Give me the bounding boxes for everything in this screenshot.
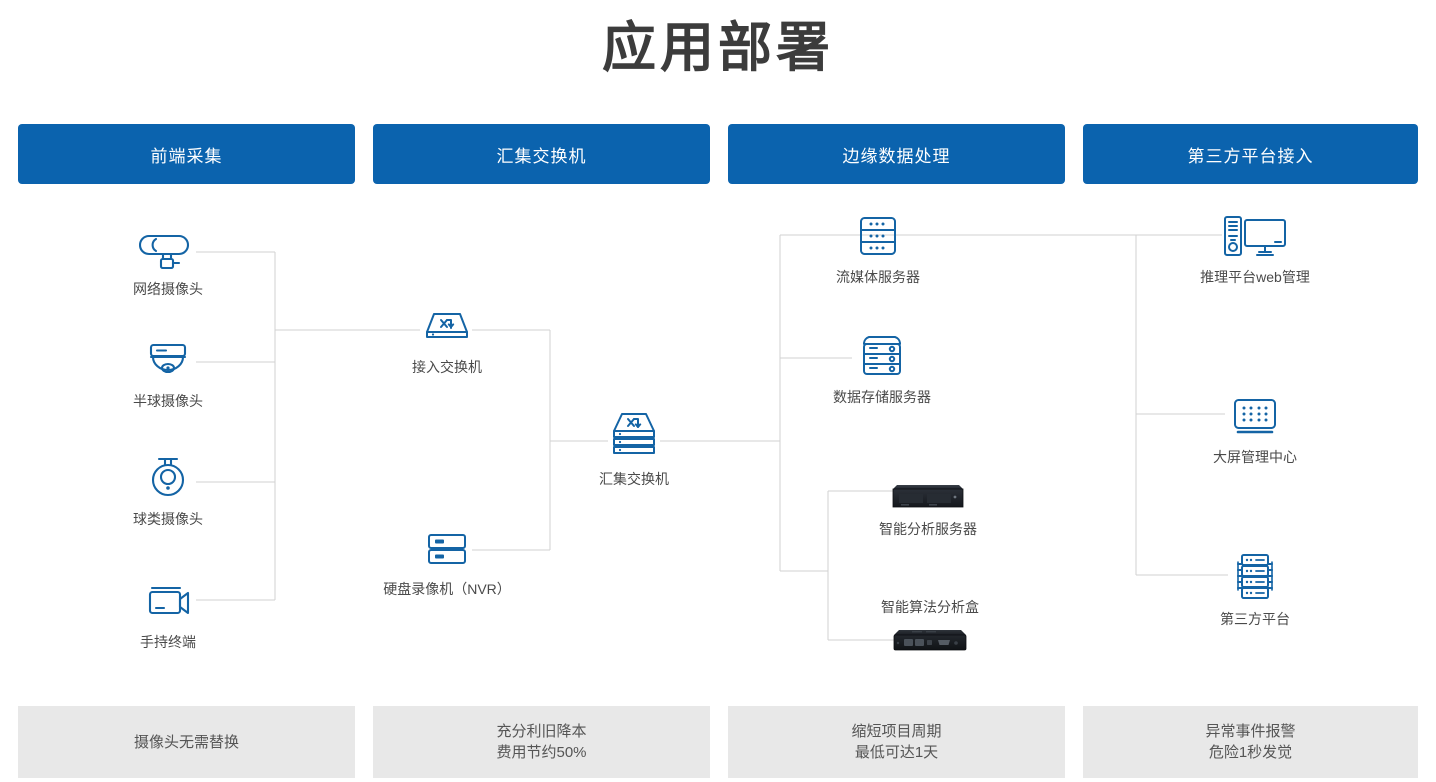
node-label: 智能分析服务器 — [879, 521, 977, 537]
node-label: 接入交换机 — [412, 359, 482, 375]
video-wall-icon — [1225, 390, 1285, 442]
node-streaming-server[interactable]: 流媒体服务器 — [798, 210, 958, 287]
node-label: 第三方平台 — [1220, 611, 1290, 627]
camcorder-icon — [139, 575, 197, 627]
footer-line: 缩短项目周期 — [851, 723, 942, 740]
column-header-aggregation-switch[interactable]: 汇集交换机 — [373, 124, 710, 184]
nvr-icon — [417, 522, 477, 574]
storage-server-icon — [852, 330, 912, 382]
footer-benefit-edge: 缩短项目周期 最低可达1天 — [728, 706, 1065, 778]
node-third-party-platform[interactable]: 第三方平台 — [1175, 550, 1335, 629]
node-inference-web-management[interactable]: 推理平台web管理 — [1175, 210, 1335, 287]
node-label: 数据存储服务器 — [833, 389, 931, 405]
footer-line: 最低可达1天 — [854, 744, 939, 761]
node-storage-server[interactable]: 数据存储服务器 — [802, 330, 962, 407]
node-aggregation-switch[interactable]: 汇集交换机 — [554, 408, 714, 489]
node-label: 流媒体服务器 — [836, 269, 920, 285]
rack-server-icon — [848, 210, 908, 262]
switch-icon — [417, 300, 477, 352]
node-label: 硬盘录像机（NVR） — [383, 581, 511, 597]
node-nvr[interactable]: 硬盘录像机（NVR） — [367, 522, 527, 599]
node-label: 汇集交换机 — [599, 471, 669, 487]
node-label: 网络摄像头 — [133, 281, 203, 297]
dome-camera-icon — [139, 334, 197, 386]
stacked-switch-icon — [603, 408, 665, 464]
footer-benefit-aggregation: 充分利旧降本 费用节约50% — [373, 706, 710, 778]
footer-line: 异常事件报警 — [1205, 723, 1296, 740]
desktop-monitor-icon — [1217, 210, 1293, 262]
footer-line: 充分利旧降本 — [496, 723, 587, 740]
server-rack-icon — [1224, 550, 1286, 604]
node-analysis-server[interactable]: 智能分析服务器 — [848, 474, 1008, 539]
node-video-wall-center[interactable]: 大屏管理中心 — [1175, 390, 1335, 467]
page-title: 应用部署 — [602, 18, 834, 78]
node-ptz-camera[interactable]: 球类摄像头 — [88, 452, 248, 529]
footer-benefit-front-end: 摄像头无需替换 — [18, 706, 355, 778]
column-header-edge-processing[interactable]: 边缘数据处理 — [728, 124, 1065, 184]
footer-line: 危险1秒发觉 — [1208, 744, 1293, 761]
column-header-third-party[interactable]: 第三方平台接入 — [1083, 124, 1418, 184]
footer-line: 费用节约50% — [496, 744, 587, 761]
analysis-server-photo — [889, 474, 967, 514]
ptz-camera-icon — [139, 452, 197, 504]
node-network-camera[interactable]: 网络摄像头 — [88, 222, 248, 299]
node-access-switch[interactable]: 接入交换机 — [367, 300, 527, 377]
node-label: 半球摄像头 — [133, 393, 203, 409]
node-label: 球类摄像头 — [133, 511, 203, 527]
node-label: 大屏管理中心 — [1213, 449, 1297, 465]
bullet-camera-icon — [139, 222, 197, 274]
node-handheld-terminal[interactable]: 手持终端 — [88, 575, 248, 652]
algorithm-box-photo — [890, 623, 970, 657]
node-dome-camera[interactable]: 半球摄像头 — [88, 334, 248, 411]
node-label: 智能算法分析盒 — [881, 599, 979, 615]
footer-line: 摄像头无需替换 — [133, 733, 239, 751]
node-label: 推理平台web管理 — [1200, 269, 1310, 285]
column-header-front-end[interactable]: 前端采集 — [18, 124, 355, 184]
node-algorithm-box[interactable]: 智能算法分析盒 — [850, 598, 1010, 657]
footer-benefit-third-party: 异常事件报警 危险1秒发觉 — [1083, 706, 1418, 778]
node-label: 手持终端 — [140, 634, 196, 650]
